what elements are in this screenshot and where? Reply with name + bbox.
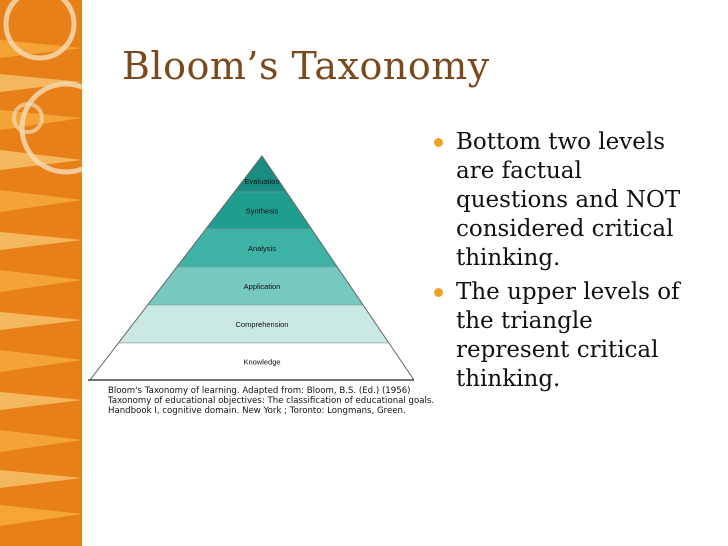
bullet-dot-icon (434, 138, 443, 147)
bullet-list: Bottom two levels are factual questions … (430, 128, 720, 399)
bullet-dot-icon (434, 288, 443, 297)
caption-line-2: Taxonomy of educational objectives: The … (108, 396, 435, 406)
bullet-item: The upper levels of the triangle represe… (430, 278, 720, 394)
bullet-line: questions and NOT (456, 187, 681, 213)
bullet-line: are factual (456, 158, 582, 184)
bullet-line: The upper levels of (456, 279, 680, 305)
pyramid-label-evaluation: Evaluation (244, 177, 279, 186)
pyramid-label-comprehension: Comprehension (236, 320, 289, 329)
caption-line-3: Handbook I, cognitive domain. New York ;… (108, 406, 406, 416)
pyramid-level-evaluation (233, 155, 287, 193)
decorative-sidebar (0, 0, 82, 546)
bullet-line: thinking. (456, 245, 561, 271)
bullet-line: thinking. (456, 366, 561, 392)
pyramid-label-knowledge: Knowledge (243, 358, 280, 367)
caption-line-1: Bloom's Taxonomy of learning. Adapted fr… (108, 386, 411, 396)
pyramid-label-application: Application (244, 282, 281, 291)
bullet-line: the triangle (456, 308, 593, 334)
pyramid-label-analysis: Analysis (248, 244, 276, 253)
bullet-item: Bottom two levels are factual questions … (430, 128, 720, 273)
pyramid-label-synthesis: Synthesis (246, 207, 279, 216)
bullet-line: represent critical (456, 337, 659, 363)
bullet-line: Bottom two levels (456, 129, 666, 155)
pyramid-caption: Bloom's Taxonomy of learning. Adapted fr… (108, 386, 435, 416)
pyramid-diagram: EvaluationSynthesisAnalysisApplicationCo… (88, 155, 414, 381)
slide-title: Bloom’s Taxonomy (122, 44, 490, 88)
bullet-line: considered critical (456, 216, 674, 242)
